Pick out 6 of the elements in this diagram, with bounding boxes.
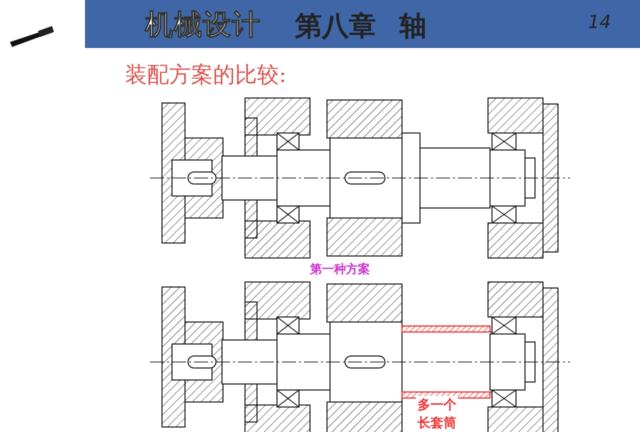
page-number: 14 [588, 12, 611, 33]
scheme-caption: 第一种方案 [310, 261, 370, 278]
sleeve-note: 多一个长套筒 [416, 396, 458, 432]
course-title: 机械设计 [145, 7, 261, 43]
chapter-title: 第八章 轴 [295, 10, 426, 44]
slide-heading: 装配方案的比较: [125, 62, 286, 90]
